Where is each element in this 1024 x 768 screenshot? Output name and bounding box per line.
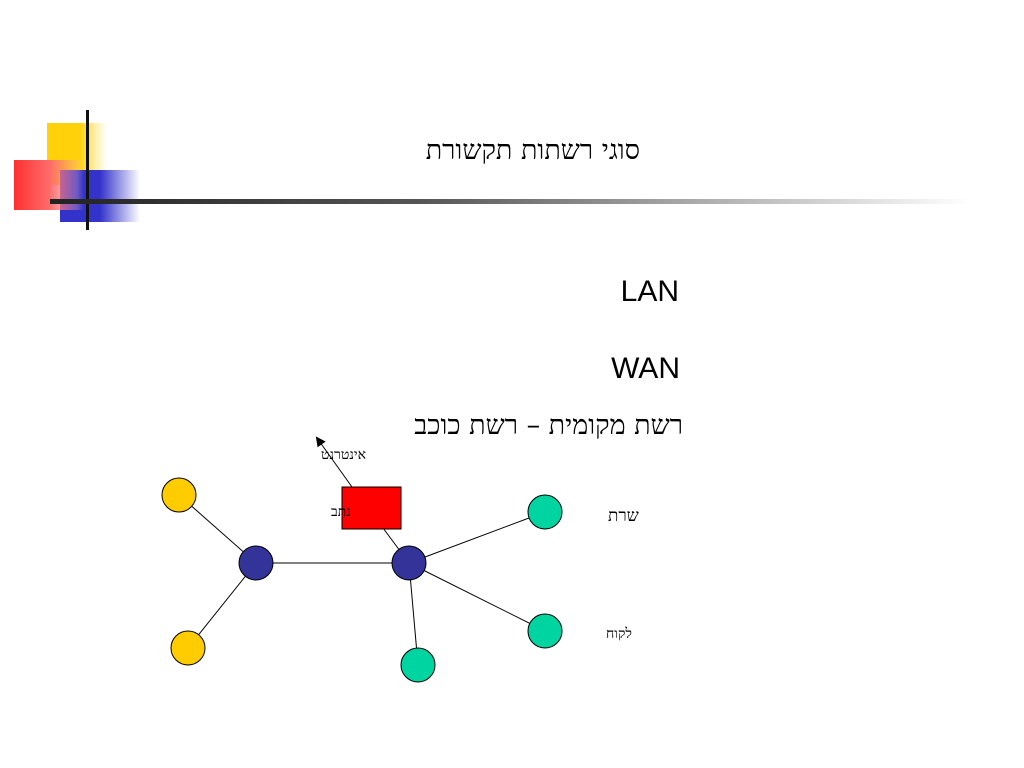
label-client: לקוח bbox=[606, 626, 632, 642]
link-left-hub-yellow-bottom bbox=[187, 562, 257, 649]
label-internet: אינטרנט bbox=[321, 447, 366, 463]
decorative-vertical-line bbox=[86, 110, 89, 230]
yellow-node-bottom bbox=[170, 630, 206, 666]
hub-node-right bbox=[391, 545, 427, 581]
client-node bbox=[527, 613, 563, 649]
link-hub-client bbox=[408, 562, 546, 632]
label-server: שרת bbox=[608, 506, 639, 526]
bullet-lan: LAN bbox=[620, 275, 679, 308]
router-box bbox=[341, 486, 402, 530]
title-underline bbox=[50, 199, 970, 204]
server-node bbox=[527, 494, 563, 530]
green-node-bottom bbox=[400, 647, 436, 683]
yellow-node-top bbox=[161, 477, 197, 513]
star-network-heading: רשת מקומית – רשת כוכב bbox=[414, 410, 683, 441]
label-router: נתב bbox=[331, 504, 351, 520]
internet-arrow bbox=[315, 436, 353, 488]
slide-title: סוגי רשתות תקשורת bbox=[425, 135, 640, 166]
link-hub-server bbox=[408, 511, 546, 564]
bullet-wan: WAN bbox=[611, 352, 680, 385]
hub-node-left bbox=[238, 545, 274, 581]
